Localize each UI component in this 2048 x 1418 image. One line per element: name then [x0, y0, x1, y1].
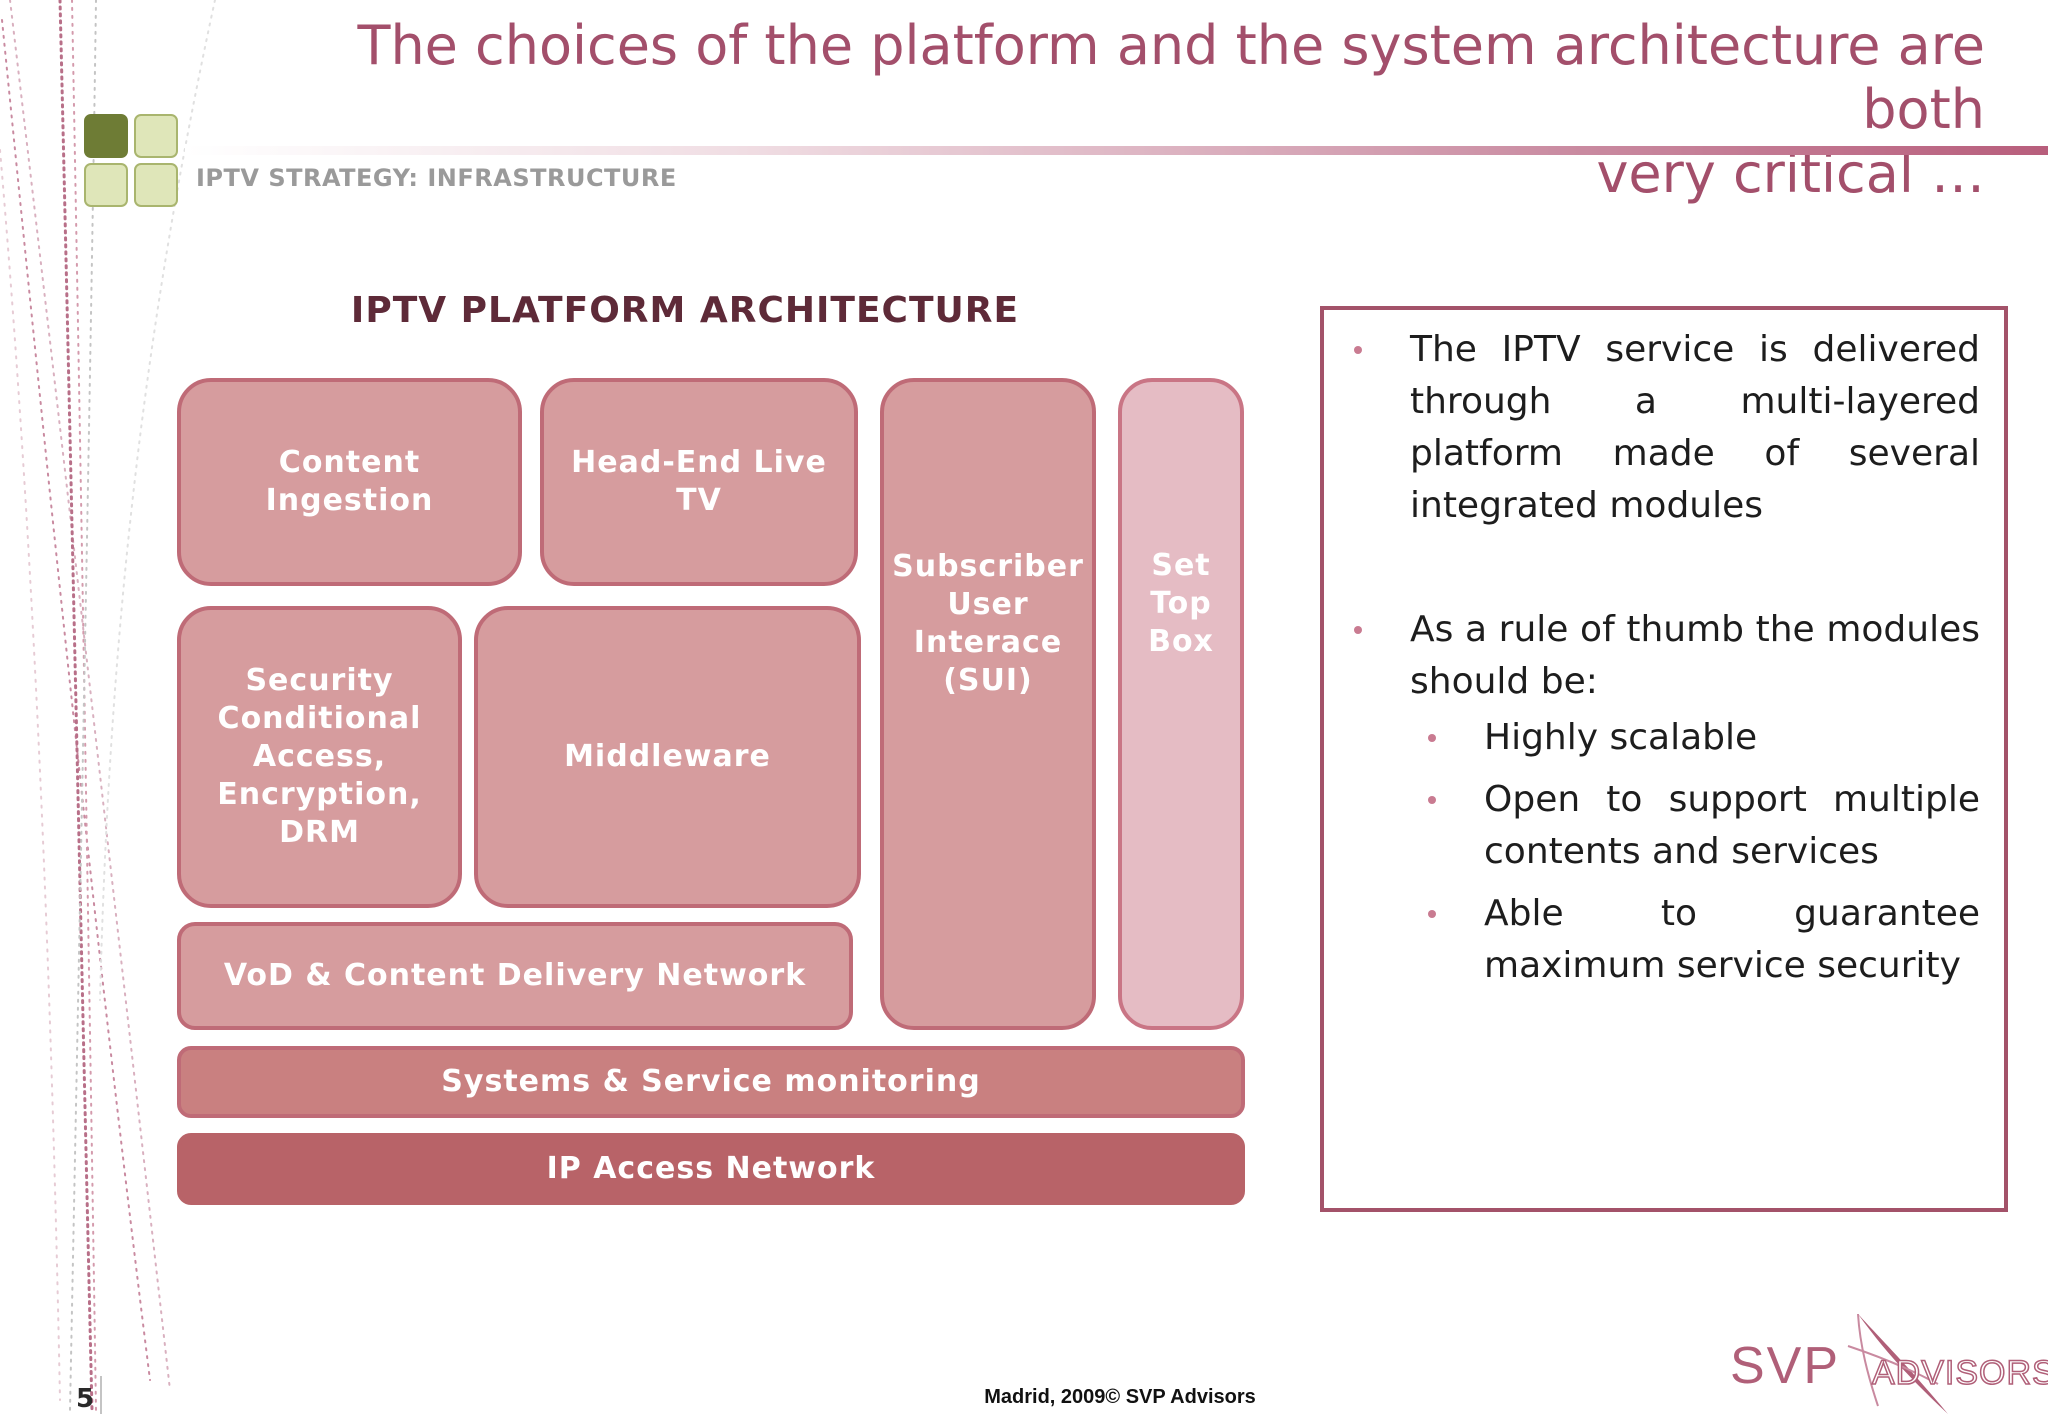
box-label: IP Access Network [546, 1151, 876, 1186]
box-label-line: Middleware [564, 739, 771, 774]
logo-advisors-text: ADVISORS [1871, 1353, 2048, 1393]
box-middleware: Middleware [474, 606, 861, 908]
box-label-line: Box [1148, 624, 1214, 659]
box-subscriber-user-interface: Subscriber User Interace (SUI) [880, 378, 1096, 1030]
bullet-dot-icon [1354, 346, 1362, 354]
box-label-line: Encryption, [217, 777, 422, 812]
box-label-line: Content [278, 445, 421, 480]
bullet-dot-icon [1428, 910, 1436, 918]
page-number-divider [100, 1376, 102, 1414]
bullet-dot-icon [1428, 734, 1436, 742]
sub-bullet-text: Highly scalable [1484, 717, 1758, 758]
box-label-line: Top [1150, 586, 1212, 621]
sub-bullet-text: Able to guarantee maximum service securi… [1484, 893, 1980, 986]
logo-wing-icon [1847, 1313, 1948, 1414]
svp-advisors-logo: SVP ADVISORS [1720, 1306, 2048, 1418]
logo-square-light [134, 163, 178, 207]
box-label-line: Ingestion [265, 483, 434, 518]
box-label-line: Conditional [217, 701, 422, 736]
box-label-line: Head-End Live [571, 445, 827, 480]
title-underline [185, 146, 2048, 155]
box-label-line: Set [1151, 548, 1211, 583]
box-content-ingestion: Content Ingestion [177, 378, 522, 586]
bullet-dot-icon [1354, 626, 1362, 634]
box-label-line: User [947, 587, 1029, 622]
box-label-line: Security [245, 663, 394, 698]
page-title-line-1: The choices of the platform and the syst… [357, 14, 1985, 141]
bullet-text: The IPTV service is delivered through a … [1410, 329, 1980, 526]
box-set-top-box: Set Top Box [1118, 378, 1244, 1030]
logo-square-light [84, 163, 128, 207]
footer-text: Madrid, 2009© SVP Advisors [984, 1386, 1256, 1408]
box-systems-monitoring: Systems & Service monitoring [177, 1046, 1245, 1118]
box-label-line: Access, [252, 739, 387, 774]
sub-bullet-text: Open to support multiple contents and se… [1484, 779, 1980, 872]
logo-svp-text: SVP [1730, 1337, 1841, 1395]
page-number: 5 [76, 1384, 95, 1414]
box-ip-access-network: IP Access Network [177, 1133, 1245, 1205]
logo-square-dark [84, 114, 128, 158]
box-label-line: (SUI) [943, 663, 1033, 698]
box-vod-cdn: VoD & Content Delivery Network [177, 922, 853, 1030]
bullet-dot-icon [1428, 796, 1436, 804]
text-panel: The IPTV service is delivered through a … [1320, 306, 2008, 1212]
box-head-end-live-tv: Head-End Live TV [540, 378, 858, 586]
bullet-text: As a rule of thumb the modules should be… [1410, 609, 1980, 702]
box-label-line: Interace [913, 625, 1063, 660]
box-label-line: DRM [279, 815, 360, 850]
box-label-line: Subscriber [892, 549, 1084, 584]
box-label: Systems & Service monitoring [441, 1064, 981, 1099]
logo-square-light [134, 114, 178, 158]
diagram-title: IPTV PLATFORM ARCHITECTURE [350, 290, 1020, 331]
box-label: VoD & Content Delivery Network [223, 958, 807, 993]
box-label-line: TV [676, 483, 722, 518]
section-subtitle: IPTV STRATEGY: INFRASTRUCTURE [196, 164, 677, 192]
box-security: Security Conditional Access, Encryption,… [177, 606, 462, 908]
